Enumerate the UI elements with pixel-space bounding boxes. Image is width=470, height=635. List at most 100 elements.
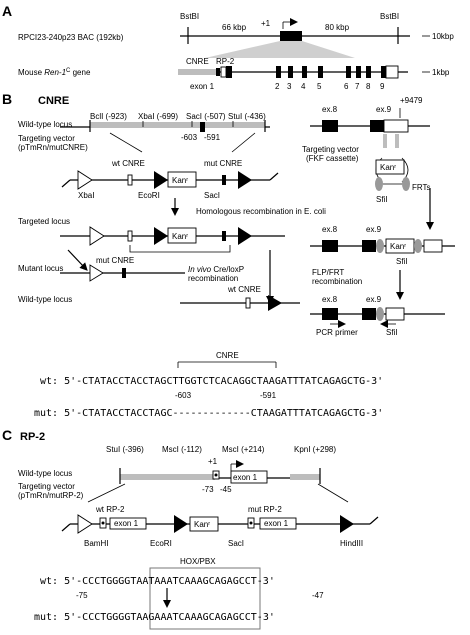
exon1-label-a: exon 1 xyxy=(190,82,215,91)
wt-rp2-sequence: wt: 5'-CCCTGGGGTAATAAATCAAAGCAGAGCCT-3' xyxy=(40,576,275,587)
targeting-vector-rp2 xyxy=(61,514,379,534)
homologous-label: Homologous recombination in E. coli xyxy=(196,207,326,216)
fkf-genomic-1 xyxy=(310,108,430,148)
ex8-label-2: ex.8 xyxy=(322,225,338,234)
exon-7-label: 7 xyxy=(355,82,360,91)
cnre-bracket-label: CNRE xyxy=(216,351,239,360)
mutant-locus-label: Mutant locus xyxy=(18,264,63,273)
targeted-locus-label: Targeted locus xyxy=(18,217,70,226)
exon-2-label: 2 xyxy=(275,82,280,91)
kan-b2: Kanʳ xyxy=(172,232,188,241)
rp2-label-a: RP-2 xyxy=(216,57,235,66)
hox-pbx-label: HOX/PBX xyxy=(180,557,216,566)
right-distance: 80 kbp xyxy=(325,23,350,32)
exon1-c3: exon 1 xyxy=(264,519,289,528)
bstbi-left: BstBI xyxy=(180,12,199,21)
plus-one-a: +1 xyxy=(261,19,271,28)
kpni-c: KpnI (+298) xyxy=(294,445,336,454)
exon-number-labels: 2 3 4 5 6 7 8 9 xyxy=(275,82,385,91)
mut-cnre-label-mutant: mut CNRE xyxy=(96,256,134,265)
msci-c1: MscI (-112) xyxy=(162,445,202,454)
cnre-label-a: CNRE xyxy=(186,57,209,66)
exon-6-label: 6 xyxy=(344,82,349,91)
rp2-wt-locus xyxy=(119,460,321,484)
fkf-cassette xyxy=(375,157,410,191)
sfii-label-1: SfiI xyxy=(376,195,388,204)
panel-b-title: CNRE xyxy=(38,95,69,107)
ex9-label-3: ex.9 xyxy=(366,295,382,304)
ecori-b: EcoRI xyxy=(138,191,160,200)
plus1-c: +1 xyxy=(208,457,218,466)
wt-locus-label-b2: Wild-type locus xyxy=(18,295,72,304)
tv-guide-left xyxy=(109,132,143,153)
ex9-label-1: ex.9 xyxy=(376,105,392,114)
exon1-c1: exon 1 xyxy=(233,473,258,482)
wt-locus-label-b: Wild-type locus xyxy=(18,120,72,129)
pos-591: -591 xyxy=(204,133,221,142)
wt-cnre-sequence: wt: 5'-CTATACCTACCTAGCTTGGTCTCACAGGCTAAG… xyxy=(40,376,383,387)
stui-site-top: StuI (-436) xyxy=(228,112,266,121)
targeting-vector-label-c: Targeting vector xyxy=(18,482,75,491)
gene-label: Mouse Ren-1C gene xyxy=(18,68,91,77)
exon-5-label: 5 xyxy=(317,82,322,91)
wt-locus2-map xyxy=(180,295,300,311)
xbai-bottom: XbaI xyxy=(78,191,94,200)
pos-45: -45 xyxy=(220,485,232,494)
frts-label: FRTs xyxy=(412,183,431,192)
exon-8-label: 8 xyxy=(366,82,371,91)
mut-cnre-label-b: mut CNRE xyxy=(204,159,242,168)
panel-c-letter: C xyxy=(2,427,12,443)
arrow-to-mutant xyxy=(67,249,88,271)
bamhi-c: BamHI xyxy=(84,539,108,548)
left-distance: 66 kbp xyxy=(222,23,247,32)
hindiii-c: HindIII xyxy=(340,539,363,548)
kan-b1: Kanʳ xyxy=(172,176,188,185)
mut-rp2-label: mut RP-2 xyxy=(248,505,282,514)
pos-47: -47 xyxy=(312,591,324,600)
exon1-c2: exon 1 xyxy=(114,519,139,528)
ex8-label-1: ex.8 xyxy=(322,105,338,114)
fkf-genomic-3 xyxy=(310,307,445,328)
pcr-primer-label: PCR primer xyxy=(316,328,358,337)
sfii-label-3: SfiI xyxy=(386,328,398,337)
targeting-vector-cnre xyxy=(61,170,279,190)
bcli-site: BclI (-923) xyxy=(90,112,127,121)
exon-9-label: 9 xyxy=(380,82,385,91)
kan-c: Kanʳ xyxy=(194,520,210,529)
wt-cnre-label-b: wt CNRE xyxy=(111,159,145,168)
targeting-vector-label-b: Targeting vector xyxy=(18,134,75,143)
saci-c: SacI xyxy=(228,539,244,548)
plus9479-label: +9479 xyxy=(400,96,423,105)
exon-4-label: 4 xyxy=(301,82,306,91)
scale-1kbp: 1kbp xyxy=(432,68,450,77)
invivo-label: In vivo Cre/loxP xyxy=(188,265,244,274)
panel-a-letter: A xyxy=(2,3,12,19)
mut-cnre-sequence: mut: 5'-CTATACCTACCTAGC-------------CTAA… xyxy=(34,408,383,419)
ex8-label-3: ex.8 xyxy=(322,295,338,304)
wt-locus-label-c: Wild-type locus xyxy=(18,469,72,478)
scale-10kbp: 10kbp xyxy=(432,32,454,41)
wt-rp2-label: wt RP-2 xyxy=(95,505,125,514)
kan-fkf-2: Kanʳ xyxy=(390,242,406,251)
stui-c: StuI (-396) xyxy=(106,445,144,454)
targeting-vector-name-c: (pTmRn/mutRP-2) xyxy=(18,491,84,500)
bstbi-right: BstBI xyxy=(380,12,399,21)
mutant-locus-map xyxy=(60,264,185,282)
xbai-site-top: XbaI (-699) xyxy=(138,112,178,121)
flp-label-1: FLP/FRT xyxy=(312,268,344,277)
bac-label: RPCI23-240p23 BAC (192kb) xyxy=(18,33,124,42)
mut-rp2-sequence: mut: 5'-CCCTGGGGTAAGAAATCAAAGCAGAGCCT-3' xyxy=(34,612,275,623)
ecori-c: EcoRI xyxy=(150,539,172,548)
exon-3-label: 3 xyxy=(287,82,292,91)
seq-pos-603: -603 xyxy=(175,391,192,400)
pos-603: -603 xyxy=(181,133,198,142)
cnre-wt-locus xyxy=(60,120,270,132)
wt-cnre-label-b2: wt CNRE xyxy=(227,285,261,294)
fkf-label-2: (FKF cassette) xyxy=(306,154,359,163)
seq-pos-591: -591 xyxy=(260,391,277,400)
tv-guide-right xyxy=(231,132,256,153)
targeted-locus-map xyxy=(60,226,285,253)
saci-b: SacI xyxy=(204,191,220,200)
recombination-label: recombination xyxy=(188,274,238,283)
